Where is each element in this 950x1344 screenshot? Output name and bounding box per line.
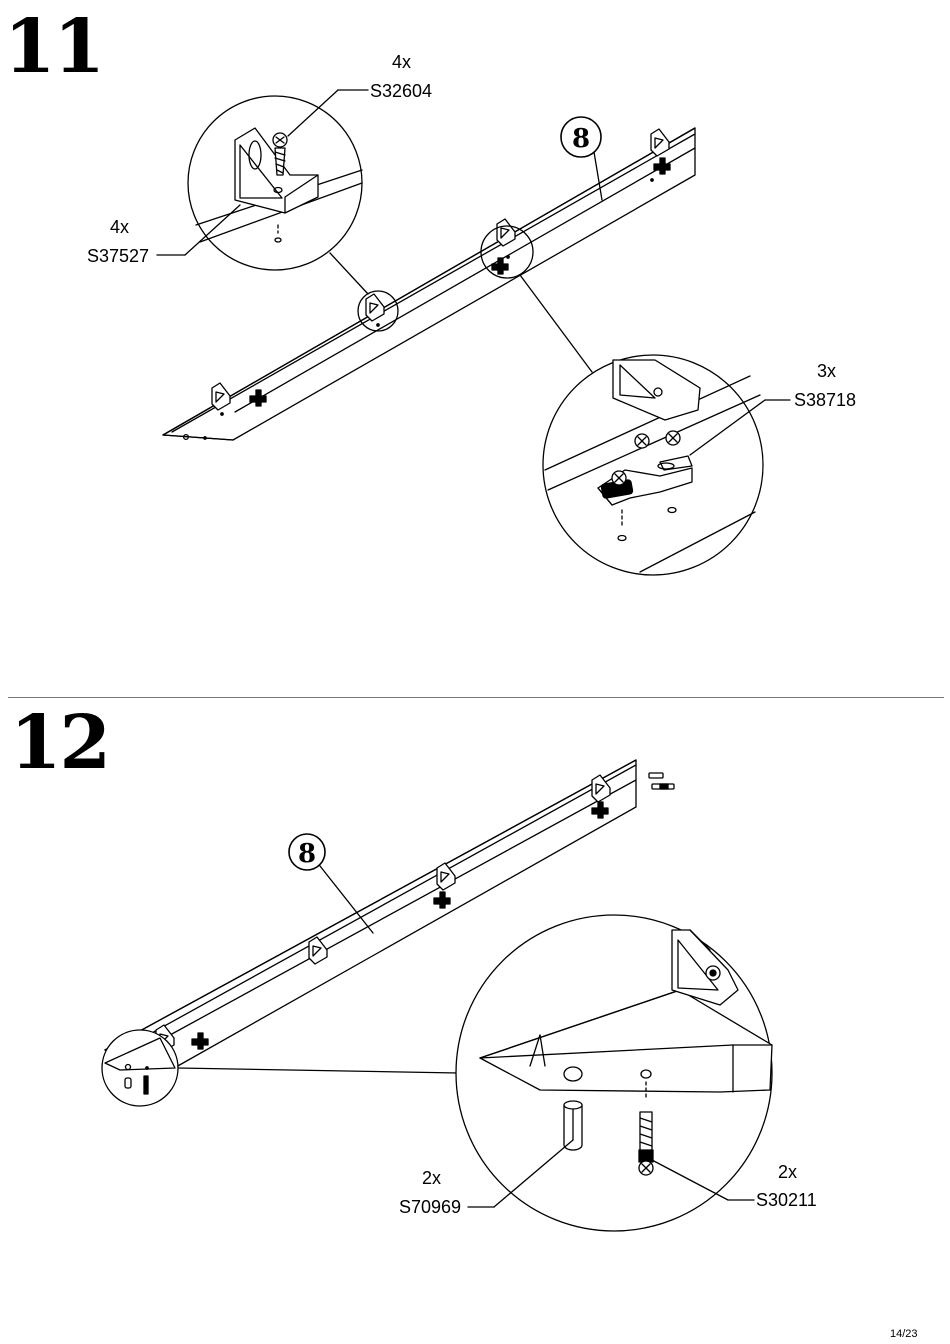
detail-view-connector — [542, 354, 791, 576]
bracket-icon — [436, 862, 456, 891]
callout-code-s70969: S70969 — [399, 1197, 462, 1217]
bracket-icon — [365, 293, 385, 322]
part-8-badge-text: 8 — [572, 124, 590, 154]
board-part-8-step12 — [104, 759, 637, 1068]
bracket-icon — [308, 936, 328, 965]
part-8-badge-text: 8 — [298, 839, 316, 869]
callout-qty-s37527: 4x — [110, 217, 130, 237]
callout-qty-s32604: 4x — [392, 52, 412, 72]
board-part-8-step11 — [162, 127, 696, 441]
connector-fitting-icon — [191, 1032, 209, 1050]
connector-fitting-icon — [491, 257, 509, 275]
connector-fitting-icon — [433, 891, 451, 909]
connector-fitting-icon — [249, 389, 267, 407]
screw-icon — [272, 132, 288, 176]
dowel-icon — [563, 1100, 583, 1151]
callout-code-s30211: S30211 — [756, 1190, 817, 1210]
dowel-icon — [648, 772, 664, 779]
connector-fitting-icon — [591, 801, 609, 819]
detail-view-dowel-cambolt — [455, 914, 773, 1232]
cam-bolt-icon — [651, 783, 675, 790]
connector-fitting-icon — [653, 157, 671, 175]
bracket-icon — [496, 218, 516, 247]
part-8-badge — [560, 116, 602, 158]
zoom-marker — [101, 1029, 179, 1107]
detail-view-bracket-screw — [156, 89, 369, 271]
callout-code-s38718: S38718 — [794, 390, 857, 410]
cam-bolt-icon — [638, 1111, 654, 1176]
callout-code-s32604: S32604 — [370, 81, 433, 101]
callout-qty-s38718: 3x — [817, 361, 837, 381]
step-12-number: 12 — [10, 700, 111, 786]
callout-qty-s70969: 2x — [422, 1168, 442, 1188]
zoom-marker — [357, 290, 399, 332]
part-8-badge — [288, 833, 326, 871]
page-number: 14/23 — [890, 1328, 918, 1340]
bracket-icon — [211, 382, 231, 411]
callout-code-s37527: S37527 — [87, 246, 150, 266]
callout-qty-s30211: 2x — [778, 1162, 798, 1182]
step-11-number: 11 — [4, 4, 105, 90]
step-divider — [8, 697, 944, 698]
bracket-icon — [650, 128, 670, 157]
zoom-marker — [480, 225, 534, 279]
